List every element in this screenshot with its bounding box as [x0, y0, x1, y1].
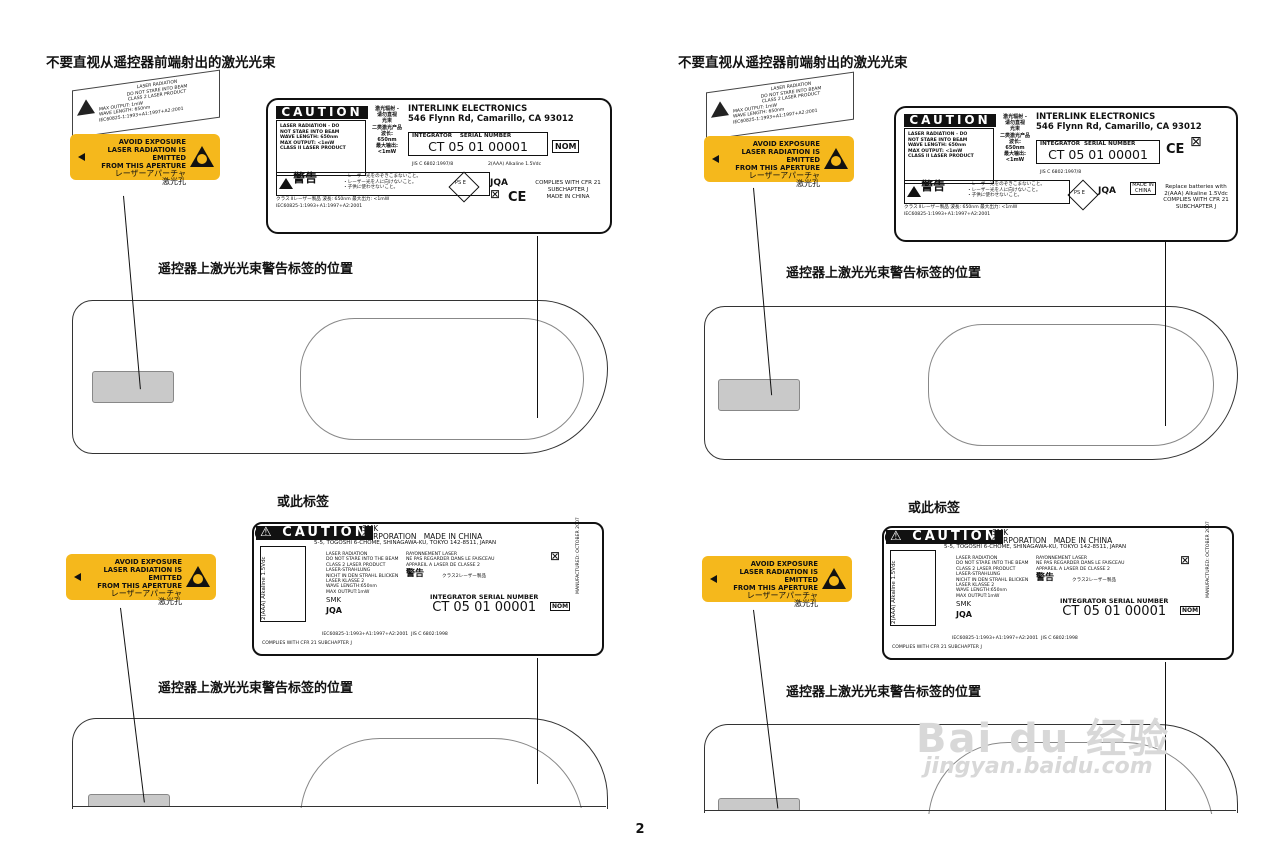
laser-warning-icon: [711, 100, 729, 118]
company-info: INTERLINK ELECTRONICS 546 Flynn Rd, Cama…: [1036, 112, 1202, 132]
caution-banner: CAUTION: [276, 106, 368, 119]
serial-number: CT 05 01 00001: [432, 600, 537, 615]
caution-banner: ⚠ CAUTION: [886, 530, 1003, 544]
made-in-box: MADE IN CHINA: [1130, 182, 1156, 196]
arrow-left-icon: [78, 153, 85, 161]
caution-banner: ⚠ CAUTION: [256, 526, 373, 540]
right-page: 不要直视从遥控器前端射出的激光光束 LASER RADIATION DO NOT…: [632, 0, 1272, 853]
weee-bin-icon: ⊠: [550, 549, 561, 563]
laser-aperture: [88, 794, 170, 807]
aperture-label: AVOID EXPOSURE LASER RADIATION IS EMITTE…: [702, 556, 852, 608]
mini-laser-label: LASER RADIATION DO NOT STARE INTO BEAM C…: [706, 71, 854, 141]
leader-line: [537, 658, 538, 784]
baidu-watermark-url: jingyan.baidu.com: [924, 754, 1153, 779]
laser-burst-icon: [824, 148, 848, 169]
pse-mark: [448, 171, 480, 203]
laser-warning-text: LASER RADIATION - DO NOT STARE INTO BEAM…: [904, 128, 994, 184]
caution-label-smk: ⚠ CAUTION SMK CORPORATION MADE IN CHINA …: [252, 517, 604, 656]
laser-aperture: [92, 371, 174, 403]
leader-line: [1165, 240, 1166, 426]
jp-warning-box: 警告 ・レーザー光をのぞきこまないこと。 ・レーザー光を人に向けないこと。 ・子…: [276, 171, 490, 203]
warning-triangle-icon: [907, 186, 921, 197]
weee-bin-icon: ⊠: [490, 187, 501, 201]
or-caption: 或此标签: [908, 501, 961, 516]
weee-bin-icon: ⊠: [1180, 553, 1191, 567]
ce-mark: CE: [1166, 142, 1185, 157]
position-caption: 遥控器上激光光束警告标签的位置: [158, 262, 354, 277]
laser-burst-icon: [822, 568, 846, 589]
position-caption: 遥控器上激光光束警告标签的位置: [158, 681, 354, 696]
jqa-mark: JQA: [490, 178, 508, 188]
caution-banner: CAUTION: [904, 114, 996, 127]
laser-aperture: [718, 379, 800, 411]
position-caption: 遥控器上激光光束警告标签的位置: [786, 685, 982, 700]
mini-laser-label: LASER RADIATION DO NOT STARE INTO BEAM C…: [72, 69, 220, 139]
left-page: 不要直视从遥控器前端射出的激光光束 LASER RADIATION DO NOT…: [0, 0, 640, 853]
caution-label-interlink: CAUTION LASER RADIATION - DO NOT STARE I…: [266, 98, 612, 234]
laser-burst-icon: [190, 146, 214, 167]
nom-mark: NOM: [1180, 606, 1201, 616]
vertical-warning-box: [260, 546, 306, 622]
position-caption: 遥控器上激光光束警告标签的位置: [786, 266, 982, 281]
serial-number: CT 05 01 00001: [1062, 604, 1167, 619]
laser-warning-text: LASER RADIATION - DO NOT STARE INTO BEAM…: [276, 120, 366, 176]
laser-warning-icon: [77, 98, 95, 116]
arrow-left-icon: [712, 155, 719, 163]
aperture-label: AVOID EXPOSURE LASER RADIATION IS EMITTE…: [704, 136, 854, 188]
baidu-watermark: Bai du 经验: [916, 716, 1171, 762]
company-info: INTERLINK ELECTRONICS 546 Flynn Rd, Cama…: [408, 104, 574, 124]
serial-number: CT 05 01 00001: [1048, 147, 1148, 162]
serial-number: CT 05 01 00001: [428, 139, 528, 154]
warning-triangle-icon: [279, 178, 293, 189]
vertical-warning-box: [890, 550, 936, 626]
serial-box: INTEGRATOR SERIAL NUMBER CT 05 01 00001: [1060, 597, 1169, 619]
leader-line: [537, 236, 538, 418]
serial-box: INTEGRATOR SERIAL NUMBER CT 05 01 00001: [408, 132, 548, 156]
page-bottom-rule: [704, 810, 1236, 811]
caution-label-interlink: CAUTION LASER RADIATION - DO NOT STARE I…: [894, 106, 1238, 242]
ce-mark: CE: [508, 190, 527, 205]
or-caption: 或此标签: [277, 495, 330, 510]
page-bottom-rule: [72, 806, 606, 807]
serial-box: INTEGRATOR SERIAL NUMBER CT 05 01 00001: [430, 593, 539, 615]
remote-inner-panel: [300, 318, 584, 440]
chinese-warning: 激光辐射 - 请勿直视 光束 二类激光产品 波长: 650nm 最大输出: <1…: [1000, 114, 1031, 164]
arrow-left-icon: [74, 573, 81, 581]
weee-bin-icon: ⊠: [1190, 134, 1202, 150]
serial-box: INTEGRATOR SERIAL NUMBER CT 05 01 00001: [1036, 140, 1160, 164]
arrow-left-icon: [710, 575, 717, 583]
page-heading: 不要直视从遥控器前端射出的激光光束: [46, 55, 276, 71]
remote-inner-panel: [928, 324, 1214, 446]
nom-mark: NOM: [550, 602, 571, 612]
jqa-mark: JQA: [1098, 186, 1116, 196]
laser-aperture: [718, 798, 800, 811]
jp-warning-box: 警告 ・レーザー光をのぞきこまないこと。 ・レーザー光を人に向けないこと。 ・子…: [904, 180, 1070, 204]
page-heading: 不要直视从遥控器前端射出的激光光束: [678, 55, 908, 71]
chinese-warning: 激光辐射 - 请勿直视 光束 二类激光产品 波长: 650nm 最大输出: <1…: [372, 106, 403, 156]
aperture-label: AVOID EXPOSURE LASER RADIATION IS EMITTE…: [70, 134, 220, 186]
nom-mark: NOM: [552, 140, 580, 153]
aperture-label: AVOID EXPOSURE LASER RADIATION IS EMITTE…: [66, 554, 216, 606]
caution-label-smk: ⚠ CAUTION SMK CORPORATION MADE IN CHINA …: [882, 521, 1234, 660]
laser-burst-icon: [186, 566, 210, 587]
page-number: 2: [635, 822, 645, 837]
leader-line: [1165, 662, 1166, 810]
